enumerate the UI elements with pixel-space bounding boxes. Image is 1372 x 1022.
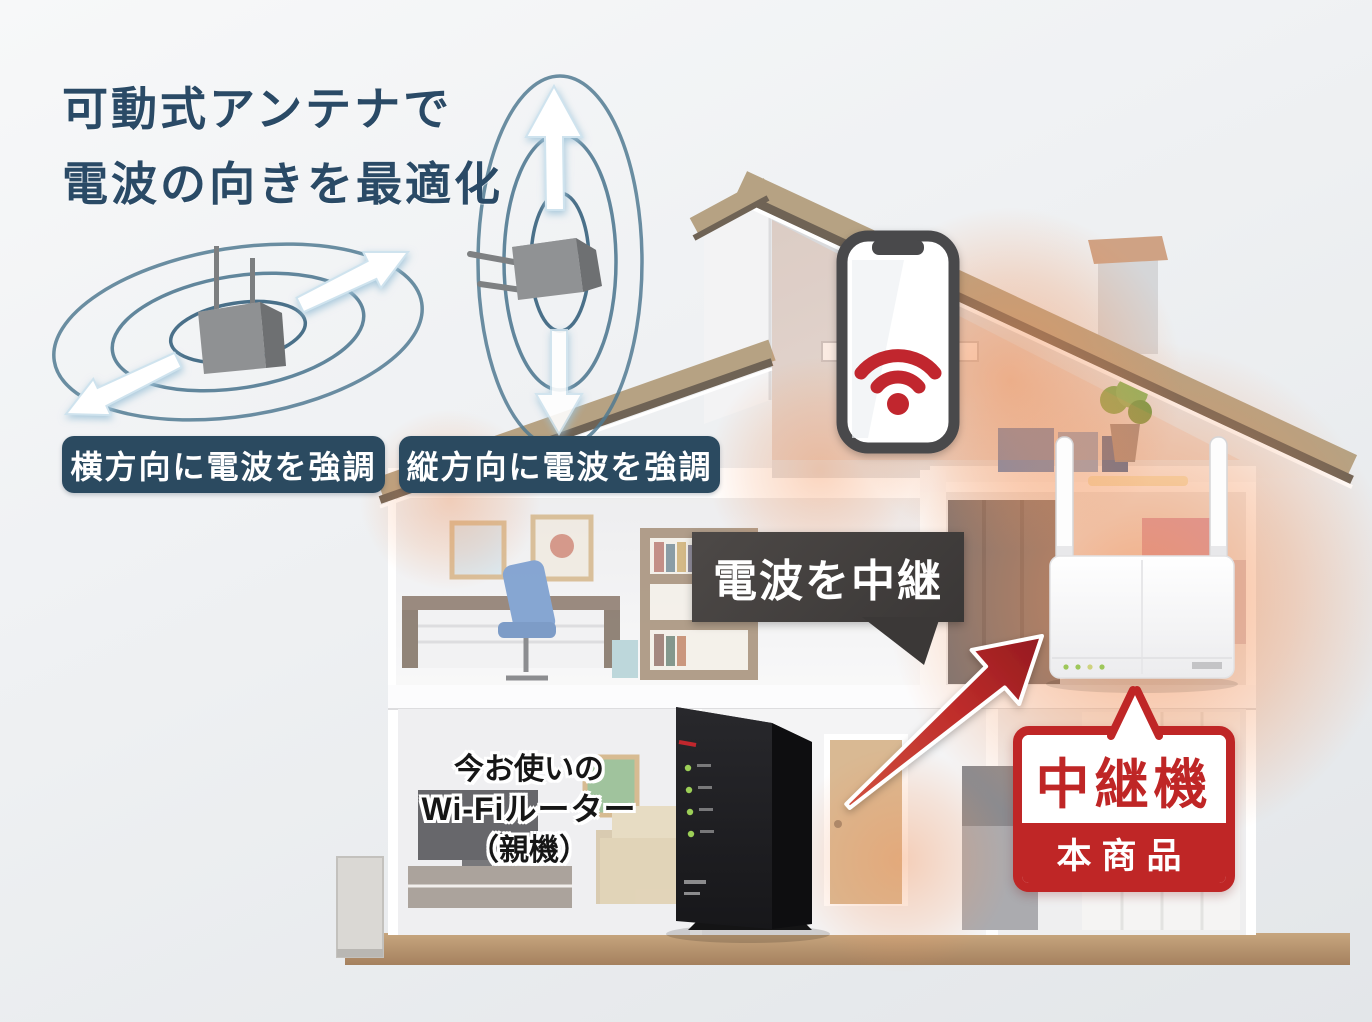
speech-bubble-tail <box>862 617 940 665</box>
headline: 可動式アンテナで 電波の向きを最適化 <box>62 72 503 221</box>
label-vertical-emphasis: 縦方向に電波を強調 <box>399 436 720 493</box>
repeater-antenna-left <box>1055 436 1074 564</box>
repeater-badge-body: 中継機 本商品 <box>1013 726 1235 892</box>
peak-cap-roof <box>689 178 773 241</box>
outdoor-unit <box>336 856 384 958</box>
repeater-antenna-right <box>1209 436 1228 564</box>
headline-line2: 電波の向きを最適化 <box>62 157 503 210</box>
repeater-status-leds <box>1063 664 1105 670</box>
antenna-diagram-horizontal <box>52 242 424 422</box>
repeater-badge-tail <box>1107 686 1163 744</box>
arrow-up-icon <box>524 83 584 211</box>
parent-router-label-line3: （親機） <box>469 833 589 867</box>
phone-notch <box>872 240 924 255</box>
relay-speech-text: 電波を中継 <box>713 557 943 606</box>
parent-router-label-line1: 今お使いの <box>454 753 604 786</box>
repeater-badge: 中継機 本商品 <box>1013 686 1235 892</box>
repeater-badge-title: 中継機 <box>1022 735 1226 823</box>
mini-router-flat <box>467 238 602 300</box>
label-horizontal-emphasis: 横方向に電波を強調 <box>62 436 385 493</box>
parent-router-label-line2: Wi-Fiルーター <box>421 791 637 827</box>
router-status-leds <box>684 764 714 838</box>
repeater-device <box>1046 436 1238 693</box>
parent-router-device <box>666 707 830 943</box>
relay-speech-bubble: 電波を中継 <box>692 532 964 665</box>
relay-arrow-icon <box>844 634 1044 810</box>
parent-router-label: 今お使いの Wi-Fiルーター （親機） <box>413 750 645 870</box>
antenna-diagram-vertical <box>467 74 644 450</box>
headline-line1: 可動式アンテナで <box>62 83 453 135</box>
smartphone <box>836 230 960 454</box>
arrow-southwest-icon <box>63 351 183 417</box>
mini-router-upright <box>198 246 286 374</box>
arrow-northeast-icon <box>295 251 411 314</box>
wifi-icon <box>854 349 942 415</box>
arrow-down-icon <box>534 329 584 437</box>
repeater-badge-subtitle: 本商品 <box>1022 823 1226 883</box>
